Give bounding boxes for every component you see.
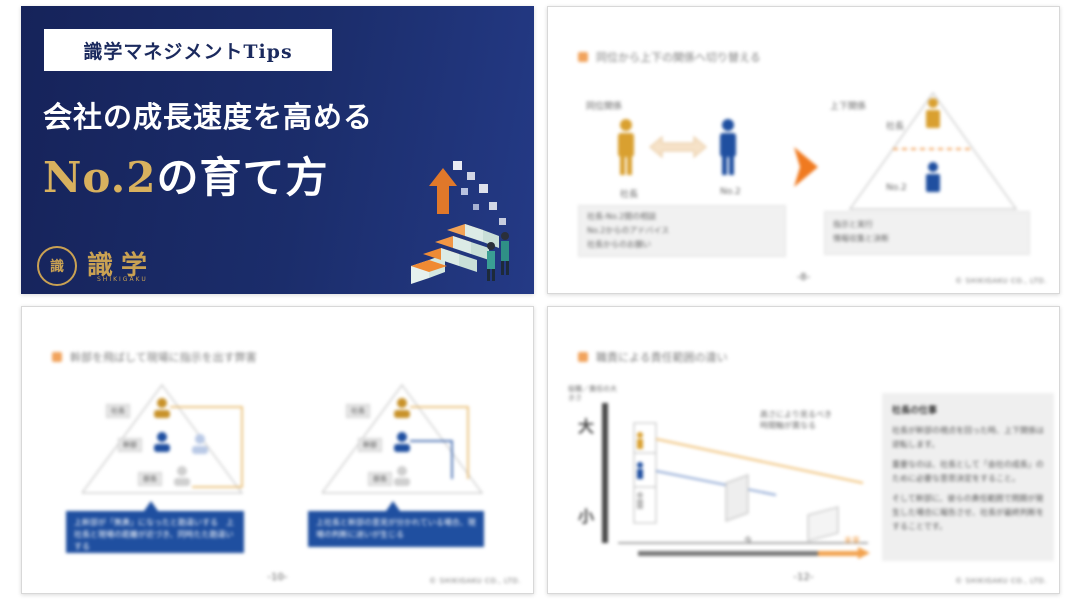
page-number: -12- bbox=[793, 572, 814, 583]
responsibility-diagram bbox=[602, 403, 870, 559]
hierarchy-triangle-icon bbox=[849, 92, 1017, 210]
left-explanation-box: 上幹部が「無責」になったと勘違いする 上社長と現場の距離が近づき、同時たた勘違い… bbox=[66, 511, 244, 553]
tag-manager: 部長 bbox=[138, 472, 162, 486]
y-axis-big: 大 bbox=[578, 417, 595, 436]
copyright: © SHIKIGAKU CO., LTD. bbox=[429, 577, 521, 585]
slide-10-heading: 幹部を飛ばして現場に指示を出す弊害 bbox=[52, 349, 257, 365]
cover-title-line1: 会社の成長速度を高める bbox=[43, 100, 374, 134]
copyright: © SHIKIGAKU CO., LTD. bbox=[955, 277, 1047, 285]
tag-manager: 部長 bbox=[368, 472, 392, 486]
arrow-right-icon bbox=[794, 147, 818, 187]
heading-marker-icon bbox=[578, 52, 588, 62]
right-bullet: 指示と実行 bbox=[833, 220, 873, 229]
tag-president: 社長 bbox=[106, 404, 130, 418]
slide-8[interactable]: 同位から上下の関係へ切り替える 同位関係 上下関係 社長 No.2 bbox=[547, 6, 1060, 294]
right-bullet: 情報収集と決断 bbox=[833, 234, 889, 243]
peer-relationship-icon bbox=[618, 119, 736, 175]
x-axis-now: 今 bbox=[744, 536, 752, 545]
logo-subtext: SHIKIGAKU bbox=[97, 276, 148, 283]
panel-title: 社長の仕事 bbox=[892, 406, 938, 416]
slide-10[interactable]: 幹部を飛ばして現場に指示を出す弊害 社長 幹部 部長 bbox=[21, 306, 534, 594]
cover-title-rest: の育て方 bbox=[156, 153, 329, 202]
left-person2-label: No.2 bbox=[720, 187, 741, 197]
tag-executive: 幹部 bbox=[358, 438, 382, 452]
left-bullet: No.2からのアドバイス bbox=[587, 226, 670, 235]
left-label: 同位関係 bbox=[586, 102, 623, 112]
x-axis-future: 未来 bbox=[844, 536, 860, 545]
right-bullets-box: 指示と実行 情報収集と決断 bbox=[824, 211, 1030, 255]
tag-executive: 幹部 bbox=[118, 438, 142, 452]
panel-paragraph: そして幹部に、彼らの責任範囲で問題が発生した場合に報告させ、社長が最終判断をする… bbox=[892, 494, 1044, 531]
left-bullet: 社長-No.2間の相談 bbox=[587, 212, 657, 221]
cover-tag: 識学マネジメントTips bbox=[44, 29, 332, 71]
shikigaku-logo: 識 識学 SHIKIGAKU bbox=[37, 246, 155, 286]
slide-8-heading: 同位から上下の関係へ切り替える bbox=[578, 49, 761, 65]
cover-title-line2: No.2の育て方 bbox=[43, 144, 329, 205]
panel-paragraph: 重要なのは、社長として「会社の成長」のために必要な意思決定をすること。 bbox=[892, 460, 1044, 483]
president-role-panel: 社長の仕事 社長が幹部の視点を回った時、上下関係は逆転します。 重要なのは、社長… bbox=[882, 393, 1054, 561]
right-hierarchy-diagram bbox=[322, 384, 483, 494]
heading-marker-icon bbox=[52, 352, 62, 362]
page-number: -8- bbox=[796, 272, 811, 283]
copyright: © SHIKIGAKU CO., LTD. bbox=[955, 577, 1047, 585]
page-number: -10- bbox=[267, 572, 288, 583]
caret-up-icon bbox=[386, 501, 400, 511]
right-label: 上下関係 bbox=[830, 102, 867, 112]
left-hierarchy-diagram bbox=[82, 384, 243, 494]
slide-cover[interactable]: 識学マネジメントTips 会社の成長速度を高める No.2の育て方 識 識学 S… bbox=[21, 6, 534, 294]
y-axis-small: 小 bbox=[578, 507, 595, 526]
left-bullets-box: 社長-No.2間の相談 No.2からのアドバイス 社長からのお願い bbox=[578, 205, 786, 257]
y-axis-label: 役職／責任の大きさ bbox=[568, 385, 617, 402]
slide-12[interactable]: 職責による責任範囲の違い 役職／責任の大きさ 大 小 bbox=[547, 306, 1060, 594]
slide-12-content: 職責による責任範囲の違い 役職／責任の大きさ 大 小 bbox=[548, 307, 1059, 593]
logo-text: 識学 bbox=[87, 251, 156, 281]
slide-8-content: 同位から上下の関係へ切り替える 同位関係 上下関係 社長 No.2 bbox=[548, 7, 1059, 293]
slide-10-content: 幹部を飛ばして現場に指示を出す弊害 社長 幹部 部長 bbox=[22, 307, 533, 593]
time-axis-annotation: 高さにより見るべき時間軸が異なる bbox=[760, 410, 832, 430]
logo-seal-icon: 識 bbox=[37, 246, 77, 286]
left-person1-label: 社長 bbox=[620, 190, 639, 200]
right-person2-label: No.2 bbox=[886, 183, 907, 193]
tag-president: 社長 bbox=[346, 404, 370, 418]
caret-up-icon bbox=[144, 501, 158, 511]
left-bullet: 社長からのお願い bbox=[587, 240, 651, 249]
right-person1-label: 社長 bbox=[886, 122, 905, 132]
stairs-illustration-icon bbox=[411, 161, 509, 284]
cover-title-highlight: No.2 bbox=[43, 153, 157, 202]
heading-marker-icon bbox=[578, 352, 588, 362]
panel-paragraph: 社長が幹部の視点を回った時、上下関係は逆転します。 bbox=[892, 426, 1044, 449]
slide-12-heading: 職責による責任範囲の違い bbox=[578, 349, 728, 365]
right-explanation-box: 上社長と幹部の意見が分かれている場合、現場の判断に迷いが生じる bbox=[308, 511, 484, 547]
